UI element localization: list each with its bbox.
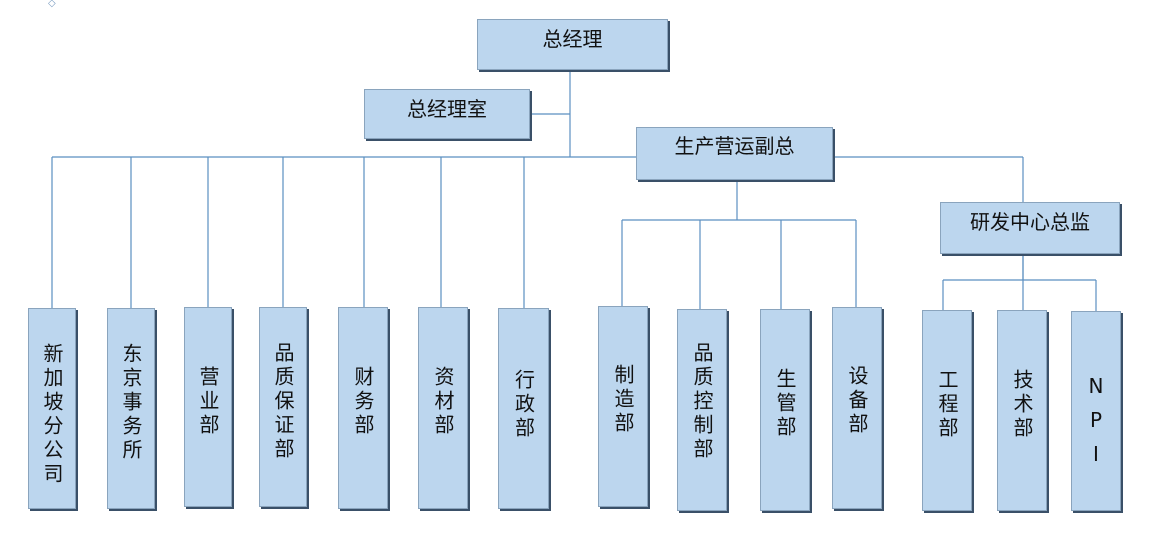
dept-label: 财务部 (351, 366, 375, 438)
dept-label: 生管部 (773, 368, 797, 440)
dept-label: 品质控制部 (690, 342, 714, 462)
dept-label: 技术部 (1010, 369, 1034, 441)
dept-materials-box: 资材部 (418, 307, 468, 509)
dept-tokyo-box: 东京事务所 (107, 308, 155, 509)
dept-label: 工程部 (935, 369, 959, 441)
gm-box: 总经理 (477, 19, 668, 70)
dept-admin-box: 行政部 (498, 308, 549, 509)
dept-label: 东京事务所 (119, 343, 143, 463)
dept-engineering-box: 工程部 (922, 310, 972, 511)
dept-npi-box: NPI (1071, 311, 1121, 511)
dept-label: 营业部 (196, 366, 220, 438)
dept-label: NPI (1084, 374, 1108, 476)
dept-label: 资材部 (431, 366, 455, 438)
dept-label: 品质保证部 (271, 342, 295, 462)
dept-qc-box: 品质控制部 (677, 309, 727, 511)
dept-label: 新加坡分公司 (40, 343, 64, 487)
dept-equipment-box: 设备部 (832, 307, 882, 509)
dept-singapore-box: 新加坡分公司 (28, 308, 76, 509)
dept-label: 行政部 (511, 369, 536, 441)
dept-production-mgmt-box: 生管部 (760, 309, 810, 511)
corner-mark-icon: ◇ (48, 0, 56, 9)
gm-office-box: 总经理室 (364, 89, 530, 139)
dept-manufacturing-box: 制造部 (598, 306, 648, 507)
rnd-director-box: 研发中心总监 (940, 202, 1120, 254)
dept-finance-box: 财务部 (338, 307, 388, 509)
dept-sales-box: 营业部 (184, 307, 232, 507)
dept-label: 制造部 (611, 364, 635, 436)
ops-vp-box: 生产营运副总 (636, 127, 833, 180)
dept-technology-box: 技术部 (997, 310, 1047, 511)
dept-qa-box: 品质保证部 (259, 307, 307, 507)
dept-label: 设备部 (845, 365, 869, 437)
